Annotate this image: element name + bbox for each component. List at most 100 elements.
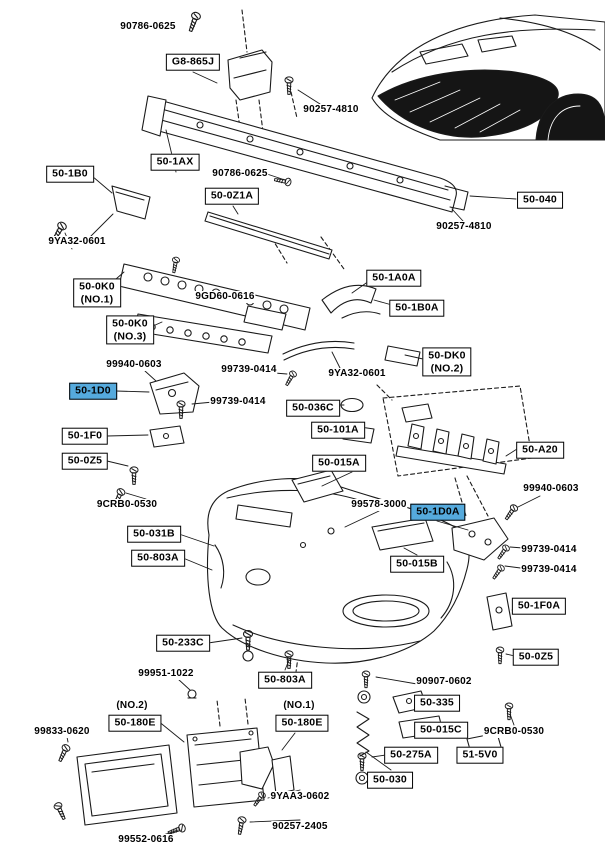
part-label[interactable]: 99739-0414 bbox=[520, 544, 578, 556]
part-number-text: 99552-0616 bbox=[118, 834, 174, 845]
part-label[interactable]: 50-1B0 bbox=[46, 165, 94, 183]
part-number-text: 99951-1022 bbox=[138, 668, 194, 679]
part-label[interactable]: (NO.2) bbox=[115, 700, 149, 712]
part-number-text: 51-5V0 bbox=[462, 748, 498, 761]
part-label[interactable]: 50-0Z5 bbox=[512, 648, 560, 666]
part-number-text: 99578-3000 bbox=[351, 499, 407, 510]
part-number-text: 50-015C bbox=[420, 723, 462, 736]
part-number-suffix: (NO.2) bbox=[430, 362, 464, 374]
part-label[interactable]: 9YA32-0601 bbox=[47, 236, 107, 248]
part-label[interactable]: 9YA32-0601 bbox=[327, 368, 387, 380]
part-label[interactable]: 50-A20 bbox=[516, 441, 564, 459]
part-label[interactable]: 50-803A bbox=[258, 671, 312, 689]
part-number-text: (NO.1) bbox=[283, 700, 315, 711]
part-label[interactable]: 99940-0603 bbox=[522, 483, 580, 495]
part-label[interactable]: 90907-0602 bbox=[415, 676, 473, 688]
part-label[interactable]: 50-233C bbox=[156, 634, 210, 652]
part-number-text: 50-335 bbox=[420, 696, 454, 709]
part-label[interactable]: 9CRB0-0530 bbox=[482, 726, 546, 738]
part-label[interactable]: 99578-3000 bbox=[350, 499, 408, 511]
part-number-text: (NO.2) bbox=[116, 700, 148, 711]
part-label[interactable]: 50-101A bbox=[311, 421, 365, 439]
part-number-text: 90786-0625 bbox=[212, 168, 268, 179]
part-number-suffix: (NO.3) bbox=[113, 330, 147, 342]
part-label[interactable]: 50-015C bbox=[414, 721, 468, 739]
part-label[interactable]: 50-030 bbox=[367, 771, 413, 789]
part-label[interactable]: (NO.1) bbox=[282, 700, 316, 712]
side-flap-art bbox=[111, 185, 151, 220]
part-number-text: 50-803A bbox=[137, 551, 179, 564]
part-label[interactable]: 50-335 bbox=[414, 694, 460, 712]
part-label[interactable]: 50-1B0A bbox=[389, 299, 445, 317]
part-number-text: 50-A20 bbox=[522, 443, 558, 456]
part-label[interactable]: 99940-0603 bbox=[105, 359, 163, 371]
part-label[interactable]: 50-1A0A bbox=[366, 269, 422, 287]
part-label[interactable]: 99739-0414 bbox=[220, 364, 278, 376]
part-label[interactable]: 50-1F0A bbox=[511, 597, 567, 615]
part-label[interactable]: 50-1F0 bbox=[61, 427, 109, 445]
part-label[interactable]: 99739-0414 bbox=[520, 564, 578, 576]
part-label-highlighted[interactable]: 50-1D0 bbox=[69, 382, 117, 400]
part-number-text: 9CRB0-0530 bbox=[483, 726, 545, 737]
part-number-text: 90257-4810 bbox=[436, 221, 492, 232]
part-number-text: 99739-0414 bbox=[521, 564, 577, 575]
part-number-text: 50-0K0 bbox=[112, 317, 148, 330]
part-label[interactable]: 50-275A bbox=[384, 746, 438, 764]
part-number-text: 50-233C bbox=[162, 636, 204, 649]
part-label[interactable]: 51-5V0 bbox=[456, 746, 504, 764]
part-label[interactable]: 90786-0625 bbox=[211, 168, 269, 180]
part-label[interactable]: 50-0K0(NO.3) bbox=[106, 315, 154, 345]
part-number-text: 99739-0414 bbox=[221, 364, 277, 375]
license-bracket-art bbox=[186, 689, 295, 808]
part-label[interactable]: 50-036C bbox=[286, 399, 340, 417]
car-front-art bbox=[371, 14, 605, 141]
part-label[interactable]: 99739-0414 bbox=[209, 396, 267, 408]
part-number-text: 9GD60-0616 bbox=[195, 291, 255, 302]
corner-piece-art bbox=[282, 284, 421, 367]
part-label[interactable]: 90257-2405 bbox=[271, 821, 329, 833]
part-number-text: 90257-4810 bbox=[303, 104, 359, 115]
bumper-flap-art bbox=[291, 469, 434, 551]
part-label[interactable]: 50-0Z1A bbox=[204, 187, 260, 205]
part-label[interactable]: 50-0K0(NO.1) bbox=[73, 278, 121, 308]
part-label[interactable]: 50-040 bbox=[517, 191, 563, 209]
part-number-text: 99833-0620 bbox=[34, 726, 90, 737]
part-number-text: 99940-0603 bbox=[106, 359, 162, 370]
part-number-text: 50-101A bbox=[317, 423, 359, 436]
part-label[interactable]: 50-803A bbox=[131, 549, 185, 567]
part-label[interactable]: 90786-0625 bbox=[119, 21, 177, 33]
part-label[interactable]: 90257-4810 bbox=[435, 221, 493, 233]
part-label[interactable]: 50-0Z5 bbox=[61, 452, 109, 470]
part-label[interactable]: 90257-4810 bbox=[302, 104, 360, 116]
seal-strip-art bbox=[204, 211, 333, 260]
part-number-text: G8-865J bbox=[171, 55, 215, 68]
part-label[interactable]: 50-015A bbox=[312, 454, 366, 472]
part-number-text: 50-1A0A bbox=[372, 271, 416, 284]
part-number-text: 50-803A bbox=[264, 673, 306, 686]
part-label[interactable]: 99833-0620 bbox=[33, 726, 91, 738]
part-label[interactable]: 50-1AX bbox=[150, 153, 200, 171]
part-label[interactable]: 50-DK0(NO.2) bbox=[422, 347, 472, 377]
part-label[interactable]: 9GD60-0616 bbox=[194, 291, 256, 303]
part-label-highlighted[interactable]: 50-1D0A bbox=[410, 503, 466, 521]
part-label[interactable]: 9CRB0-0530 bbox=[95, 499, 159, 511]
part-label[interactable]: 99552-0616 bbox=[117, 834, 175, 846]
part-label[interactable]: 50-015B bbox=[390, 555, 444, 573]
part-number-text: 50-1B0 bbox=[52, 167, 88, 180]
part-label[interactable]: 50-180E bbox=[108, 714, 162, 732]
part-number-text: 9YAA3-0602 bbox=[270, 791, 330, 802]
part-number-text: 50-180E bbox=[281, 716, 323, 729]
part-label[interactable]: 50-180E bbox=[275, 714, 329, 732]
part-label[interactable]: 99951-1022 bbox=[137, 668, 195, 680]
part-label[interactable]: G8-865J bbox=[165, 53, 221, 71]
part-number-text: 50-030 bbox=[373, 773, 407, 786]
part-label[interactable]: 50-031B bbox=[127, 525, 181, 543]
part-number-text: 90786-0625 bbox=[120, 21, 176, 32]
part-number-text: 50-1F0A bbox=[517, 599, 561, 612]
part-label[interactable]: 9YAA3-0602 bbox=[269, 791, 331, 803]
part-number-text: 50-1D0A bbox=[416, 505, 460, 518]
part-number-text: 99739-0414 bbox=[210, 396, 266, 407]
part-number-text: 50-0K0 bbox=[79, 280, 115, 293]
